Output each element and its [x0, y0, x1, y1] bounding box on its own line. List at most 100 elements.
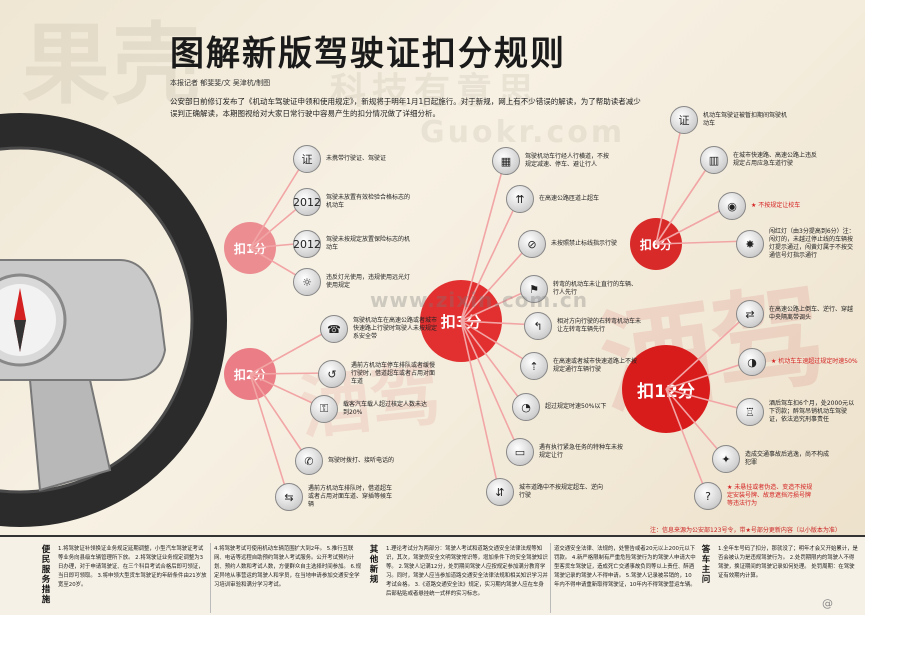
rule-item: ⇵ 城市道路中不按规定超车、逆向行驶 [486, 478, 607, 506]
drunk-driving-icon: ♖ [736, 398, 764, 426]
section-title-faq: 答车主问 [701, 545, 711, 585]
inspection-sticker-icon: 2012 [293, 188, 321, 216]
compass-face [0, 284, 56, 356]
watermark-slogan: 科技有意思 [330, 71, 541, 112]
rule-item: ⇡在高速或者城市快速道路上不按规定通行车辆行驶 [520, 352, 641, 380]
rule-text: 遇前方机动车排队时，借道超车或者占用对面车道、穿插等候车辆 [308, 485, 393, 508]
rule-item: ▦ 驾驶机动车行经人行横道，不按规定减速、停车、避让行人 [492, 147, 613, 175]
lane-violation-icon: ⇆ [275, 483, 303, 511]
page-title: 图解新版驾驶证扣分规则 [170, 34, 566, 74]
rule-text: 载客汽车载人超过核定人数未达到20% [343, 401, 428, 416]
rule-text: ★ 未悬挂或者伪造、变造不按规定安装号牌、故意遮挡污损号牌等违法行为 [727, 484, 813, 507]
rule-item: ✸闯红灯（由3分提高到6分）注：闯灯的，未越过停止线的车辆按灯提示通过，闯黄灯属… [736, 228, 857, 260]
penalty-1-point-bubble: 扣1分 [224, 222, 276, 274]
rule-text: 未携带行驶证、驾驶证 [326, 155, 387, 162]
rule-text: 在高速公路匝道上超车 [539, 195, 600, 202]
section-text-other-2: 道交通安全法律、法规的，处警告或者20元以上200元以下罚款。 4.新严格限制有… [554, 546, 696, 588]
rule-text: ★ 机动车车速超过规定时速50% [771, 358, 858, 365]
overspeed-icon: ◑ [738, 348, 766, 376]
rule-text: 在城市快速路、高速公路上违反规定占用应急车道行驶 [733, 152, 818, 167]
highway-icon: ⇈ [506, 185, 534, 213]
weibo-logo: @ [822, 597, 833, 610]
rule-text: 机动车驾驶证被暂扣期间驾驶机动车 [703, 112, 788, 127]
rule-text: 驾驶未放置有效检验合格标志的机动车 [326, 194, 411, 209]
rule-text: 城市道路中不按规定超车、逆向行驶 [519, 484, 604, 499]
rule-text: ★ 不按规定让校车 [751, 202, 801, 209]
school-bus-icon: ▭ [506, 438, 534, 466]
rule-item: 2012 驾驶未放置有效检验合格标志的机动车 [293, 188, 414, 216]
reverse-highway-icon: ⇄ [736, 300, 764, 328]
rule-item: ?★ 未悬挂或者伪造、变造不按规定安装号牌、故意遮挡污损号牌等违法行为 [694, 482, 815, 510]
phone-driving-icon: ☎ [320, 315, 348, 343]
infographic-page: 果壳 科技有意思 Guokr.com 酒驾 酒驾 图解新版驾驶证扣分规则 本报记… [0, 0, 865, 615]
rule-text: 酒后驾车扣6个月，处2000元以下罚款；醉驾吊销机动车驾驶证，依法追究刑事责任 [769, 400, 855, 423]
section-text-convenience-2: 4.将驾驶考试可使用机动车辆范围扩大到2年。 5.推行互联网、电话等远程自助预约… [214, 546, 362, 588]
headlight-icon: ☼ [293, 268, 321, 296]
rule-item: ⚿ 载客汽车载人超过核定人数未达到20% [310, 395, 431, 423]
bottom-notes: 便民服务措施 1.将驾驶证补领换证业务规定延期调整，小型汽车驾驶证考试等业务向县… [0, 535, 865, 615]
rule-item: ◑ ★ 机动车车速超过规定时速50% [738, 348, 859, 376]
rule-text: 未按照禁止标线指示行驶 [551, 240, 618, 247]
rule-text: 转弯的机动车未让直行的车辆、行人先行 [553, 281, 638, 296]
section-text-faq: 1.全年车号码了扣分，那就没了；明年才会又开始累计，是否会被认为是违规驾驶行为。… [718, 546, 858, 579]
rule-text: 驾驶时拨打、接听电话的 [328, 457, 395, 464]
license-suspended-icon: 证 [670, 106, 698, 134]
rule-text: 驾驶未按规定放置保险标志的机动车 [326, 236, 411, 251]
rule-item: ⇈ 在高速公路匝道上超车 [506, 185, 627, 213]
rule-text: 闯红灯（由3分提高到6分）注：闯灯的，未越过停止线的车辆按灯提示通过，闯黄灯属于… [769, 228, 855, 259]
rule-item: ✦ 造成交通事故后逃逸，尚不构成犯罪 [712, 445, 833, 473]
rule-text: 相对方向行驶的右转弯机动车未让左转弯车辆先行 [557, 318, 642, 333]
rule-item: ☎驾驶机动车在高速公路或者城市快速路上行驶时驾驶人未按规定系安全带 [320, 315, 441, 343]
byline: 本报记者 郁斐斐/文 吴津杭/制图 [170, 79, 271, 87]
fake-plate-icon: ? [694, 482, 722, 510]
rule-item: ◔超过规定时速50%以下 [512, 393, 633, 421]
rule-text: 驾驶机动车行经人行横道，不按规定减速、停车、避让行人 [525, 153, 610, 168]
watermark-guokr-url: Guokr.com [420, 115, 626, 150]
rule-item: 2012 驾驶未按规定放置保险标志的机动车 [293, 230, 414, 258]
footnote: 注：信息来源为公安部123号令，带★号部分更新内容（以小版本为准） [650, 527, 841, 534]
rule-text: 遇前方机动车停车排队或者缓慢行驶时，借道超车或者占用对面车道 [351, 362, 436, 385]
rule-text: 违反灯光使用，违规使用远光灯使用规定 [326, 274, 411, 289]
steering-wheel-illustration [0, 113, 227, 527]
wheel-rim-inner [0, 146, 194, 494]
insurance-sticker-icon: 2012 [293, 230, 321, 258]
emergency-lane-icon: ⇡ [520, 352, 548, 380]
intro-paragraph: 公安部日前修订发布了《机动车驾驶证申领和使用规定》，新规将于明年1月1日起施行。… [170, 97, 641, 118]
mobile-phone-icon: ✆ [295, 447, 323, 475]
rule-item: ☼ 违反灯光使用，违规使用远光灯使用规定 [293, 268, 414, 296]
section-title-convenience: 便民服务措施 [41, 545, 51, 605]
signal-light-icon: ◉ [718, 192, 746, 220]
hit-and-run-icon: ✦ [712, 445, 740, 473]
rule-item: ▥ 在城市快速路、高速公路上违反规定占用应急车道行驶 [700, 146, 821, 174]
pedestrian-icon: ⚑ [520, 275, 548, 303]
watermark-zixin: www.zixin.com.cn [370, 288, 588, 312]
watermark-guokr-large: 果壳 [22, 13, 203, 116]
u-turn-icon: ↺ [318, 360, 346, 388]
bus-overload-icon: ⚿ [310, 395, 338, 423]
wheel-rim [0, 113, 227, 527]
penalty-2-point-bubble: 扣2分 [224, 348, 276, 400]
section-text-other-1: 1.理论考试分为两部分：驾驶人考试和道路交通安全法律法规等知识，其次，驾驶员安全… [386, 546, 548, 597]
rule-item: ▭ 遇有执行紧急任务的特种车未按规定让行 [506, 438, 627, 466]
section-title-other-rules: 其他新规 [369, 545, 379, 585]
divider [550, 543, 551, 613]
rule-text: 遇有执行紧急任务的特种车未按规定让行 [539, 444, 624, 459]
speedometer-icon: ◔ [512, 393, 540, 421]
rule-text: 在高速公路上倒车、逆行、穿越中央隔离带调头 [769, 306, 854, 321]
rule-text: 造成交通事故后逃逸，尚不构成犯罪 [745, 451, 830, 466]
wrong-way-icon: ⇵ [486, 478, 514, 506]
compass-needle-tail [14, 320, 26, 352]
rule-item: ↰ 相对方向行驶的右转弯机动车未让左转弯车辆先行 [524, 312, 645, 340]
license-icon: 证 [293, 145, 321, 173]
rule-item: 证机动车驾驶证被暂扣期间驾驶机动车 [670, 106, 791, 134]
rule-item: ✆ 驾驶时拨打、接听电话的 [295, 447, 416, 475]
red-light-icon: ✸ [736, 230, 764, 258]
rule-item: ⇆遇前方机动车排队时，借道超车或者占用对面车道、穿插等候车辆 [275, 483, 396, 511]
no-sign-icon: ⊘ [518, 230, 546, 258]
zebra-crossing-icon: ▦ [492, 147, 520, 175]
section-text-convenience-1: 1.将驾驶证补领换证业务规定延期调整，小型汽车驾驶证考试等业务向县级车辆管理所下… [58, 546, 207, 588]
rule-item: ⊘ 未按照禁止标线指示行驶 [518, 230, 639, 258]
highway-lane-icon: ▥ [700, 146, 728, 174]
left-turn-icon: ↰ [524, 312, 552, 340]
divider [210, 543, 211, 613]
